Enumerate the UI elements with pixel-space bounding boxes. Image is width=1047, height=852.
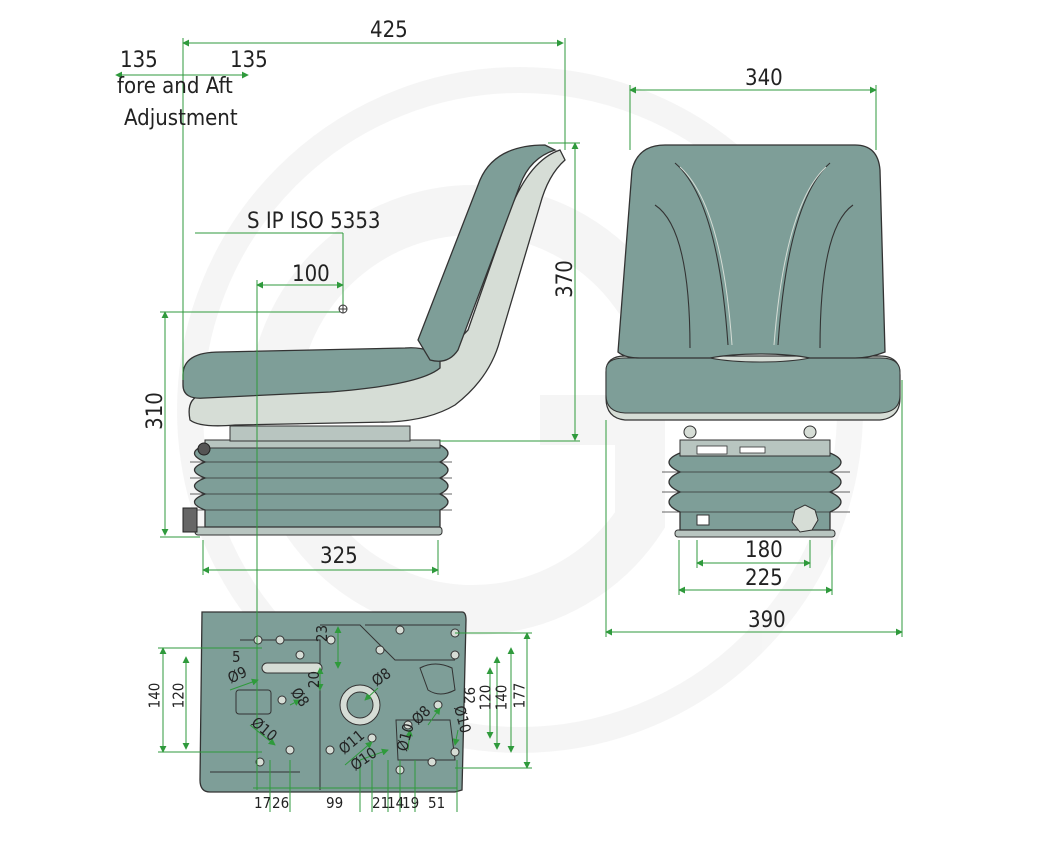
base-right-120-label: 120	[476, 684, 495, 711]
sip-standard-label: S IP ISO 5353	[247, 209, 381, 234]
base-bottom-51-label: 51	[428, 794, 446, 812]
dim-425-label: 425	[370, 18, 408, 43]
base-bottom-99-label: 99	[326, 794, 344, 812]
dim-340-label: 340	[745, 66, 783, 91]
base-right-92-label: 92	[460, 686, 479, 705]
dim-180-label: 180	[745, 538, 783, 563]
side-view-seat	[182, 144, 566, 536]
base-bottom-19-label: 19	[402, 794, 420, 812]
fore-aft-135-right-label: 135	[230, 48, 268, 73]
dim-310-label: 310	[142, 392, 168, 430]
dim-325-label: 325	[320, 544, 358, 569]
base-plate-view	[199, 611, 467, 793]
base-5-label: 5	[232, 648, 241, 666]
base-bottom-17-label: 17	[254, 794, 272, 812]
dim-100-label: 100	[292, 262, 330, 287]
dim-370-label: 370	[552, 260, 578, 298]
fore-aft-text-line1: fore and Aft	[117, 74, 233, 99]
base-left-140-label: 140	[145, 682, 164, 709]
dimension-lines	[115, 38, 903, 812]
base-bottom-14-label: 14	[387, 794, 405, 812]
base-left-120-label: 120	[169, 682, 188, 709]
base-bottom-21-label: 21	[372, 794, 390, 812]
base-23-label: 23	[313, 624, 332, 643]
fore-aft-135-left-label: 135	[120, 48, 158, 73]
dim-390-label: 390	[748, 608, 786, 633]
front-view-seat	[605, 144, 901, 538]
base-20-label: 20	[305, 670, 324, 689]
base-right-177-label: 177	[510, 682, 529, 709]
base-right-140-label: 140	[492, 684, 511, 711]
dim-225-label: 225	[745, 566, 783, 591]
base-bottom-26-label: 26	[272, 794, 290, 812]
fore-aft-text-line2: Adjustment	[124, 106, 238, 131]
